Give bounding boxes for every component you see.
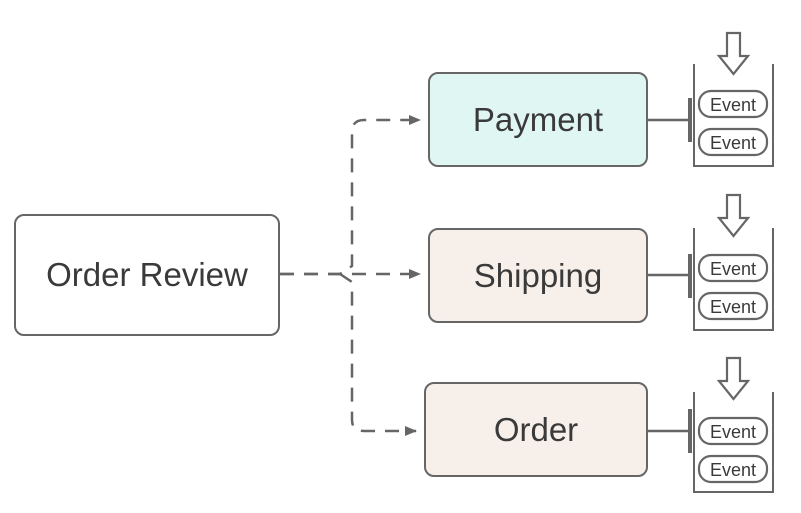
event-queue: Event Event — [688, 356, 774, 493]
queue-item-label: Event — [710, 133, 756, 153]
down-arrow-icon — [716, 356, 751, 401]
connector-to-payment — [280, 115, 421, 276]
event-queue: Event Event — [688, 31, 774, 167]
order-review-label: Order Review — [46, 256, 248, 293]
queue-item-label: Event — [710, 460, 756, 480]
down-arrow-icon — [716, 193, 751, 238]
event-queue: Event Event — [688, 193, 774, 331]
dashed-connector-group — [280, 115, 421, 436]
queue-item: Event — [697, 291, 769, 321]
queue-item: Event — [697, 253, 769, 283]
order-node: Order — [424, 382, 648, 477]
connector-to-order — [339, 272, 417, 436]
payment-label: Payment — [472, 100, 604, 138]
down-arrow-icon — [716, 31, 751, 76]
shipping-node: Shipping — [428, 228, 648, 323]
queue-item: Event — [697, 416, 769, 446]
queue-connectors — [648, 118, 690, 433]
queue-item: Event — [697, 89, 769, 119]
shipping-label: Shipping — [473, 256, 603, 294]
queue-item: Event — [697, 454, 769, 484]
queue-item-label: Event — [710, 259, 756, 279]
payment-node: Payment — [428, 72, 648, 167]
order-label: Order — [493, 410, 579, 448]
queue-item-label: Event — [710, 95, 756, 115]
queue-item-label: Event — [710, 297, 756, 317]
queue-item-label: Event — [710, 422, 756, 442]
order-review-node: Order Review — [14, 214, 280, 336]
queue-item: Event — [697, 127, 769, 157]
